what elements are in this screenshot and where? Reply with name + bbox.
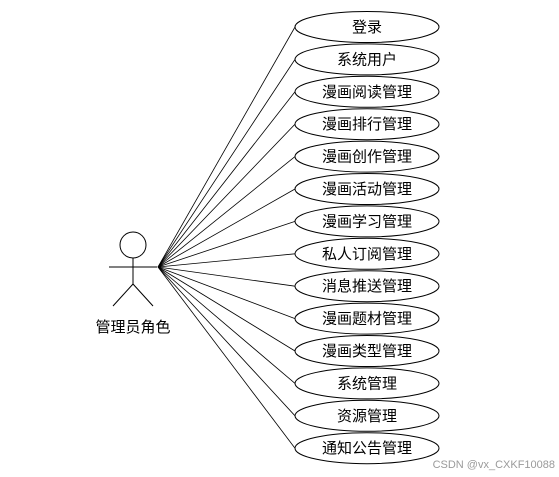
use-case-ellipse xyxy=(294,173,440,205)
association-line xyxy=(157,266,296,352)
use-case: 私人订阅管理 xyxy=(294,237,440,270)
actor-figure: 管理员角色 xyxy=(95,231,171,336)
use-case-label: 漫画阅读管理 xyxy=(322,83,412,101)
association-line xyxy=(157,266,296,449)
use-case: 漫画类型管理 xyxy=(294,335,440,367)
use-case-ellipse xyxy=(294,140,440,173)
use-case-ellipse xyxy=(294,302,440,335)
use-case-label: 私人订阅管理 xyxy=(322,245,412,263)
use-case-ellipse xyxy=(294,108,440,141)
use-case-label: 系统管理 xyxy=(337,374,397,392)
use-case-label: 漫画活动管理 xyxy=(322,180,412,198)
actor-head xyxy=(119,231,147,259)
association-line xyxy=(157,123,296,268)
use-case-label: 消息推送管理 xyxy=(322,277,412,295)
use-case-label: 资源管理 xyxy=(337,407,397,425)
use-case-label: 漫画创作管理 xyxy=(322,148,412,166)
use-case-ellipse xyxy=(294,367,440,400)
use-case-ellipse xyxy=(294,399,440,432)
use-case-ellipse xyxy=(294,75,440,108)
use-case-label: 漫画类型管理 xyxy=(322,342,412,360)
association-line xyxy=(157,266,296,384)
use-case-ellipse xyxy=(294,270,440,303)
association-line xyxy=(157,253,296,268)
use-case: 漫画学习管理 xyxy=(294,205,440,238)
use-case: 漫画创作管理 xyxy=(294,140,440,173)
use-case-ellipse xyxy=(294,43,440,76)
use-case: 登录 xyxy=(294,11,440,43)
use-case: 系统用户 xyxy=(294,43,440,76)
watermark: CSDN @vx_CXKF10088 xyxy=(432,459,555,471)
association-line xyxy=(157,221,296,268)
actor-leg-left xyxy=(112,283,134,307)
use-case: 漫画题材管理 xyxy=(294,302,440,335)
use-case: 资源管理 xyxy=(294,399,440,432)
actor-leg-right xyxy=(132,283,154,307)
use-case-label: 漫画题材管理 xyxy=(322,310,412,328)
use-case: 系统管理 xyxy=(294,367,440,400)
use-case-ellipse xyxy=(294,205,440,238)
use-case: 漫画阅读管理 xyxy=(294,75,440,108)
actor-label: 管理员角色 xyxy=(95,318,170,336)
association-line xyxy=(157,91,296,268)
use-case-label: 漫画排行管理 xyxy=(322,115,412,133)
use-case-label: 通知公告管理 xyxy=(322,439,412,457)
use-case-ellipse xyxy=(294,432,440,465)
use-case: 漫画排行管理 xyxy=(294,108,440,141)
use-case: 消息推送管理 xyxy=(294,270,440,303)
association-line xyxy=(157,266,296,319)
association-line xyxy=(157,266,296,417)
association-line xyxy=(157,26,296,268)
use-case-ellipse xyxy=(294,335,440,367)
use-case-label: 系统用户 xyxy=(337,50,397,68)
association-line xyxy=(157,266,296,287)
use-case: 通知公告管理 xyxy=(294,432,440,465)
use-case-label: 登录 xyxy=(352,18,382,36)
use-case-label: 漫画学习管理 xyxy=(322,212,412,230)
use-case-ellipse xyxy=(294,11,440,43)
use-case-ellipse xyxy=(294,237,440,270)
use-case: 漫画活动管理 xyxy=(294,173,440,205)
association-line xyxy=(157,156,296,268)
use-case-list: 登录系统用户漫画阅读管理漫画排行管理漫画创作管理漫画活动管理漫画学习管理私人订阅… xyxy=(294,11,440,465)
association-line xyxy=(157,188,296,268)
association-line xyxy=(157,59,296,268)
association-lines xyxy=(157,26,296,449)
